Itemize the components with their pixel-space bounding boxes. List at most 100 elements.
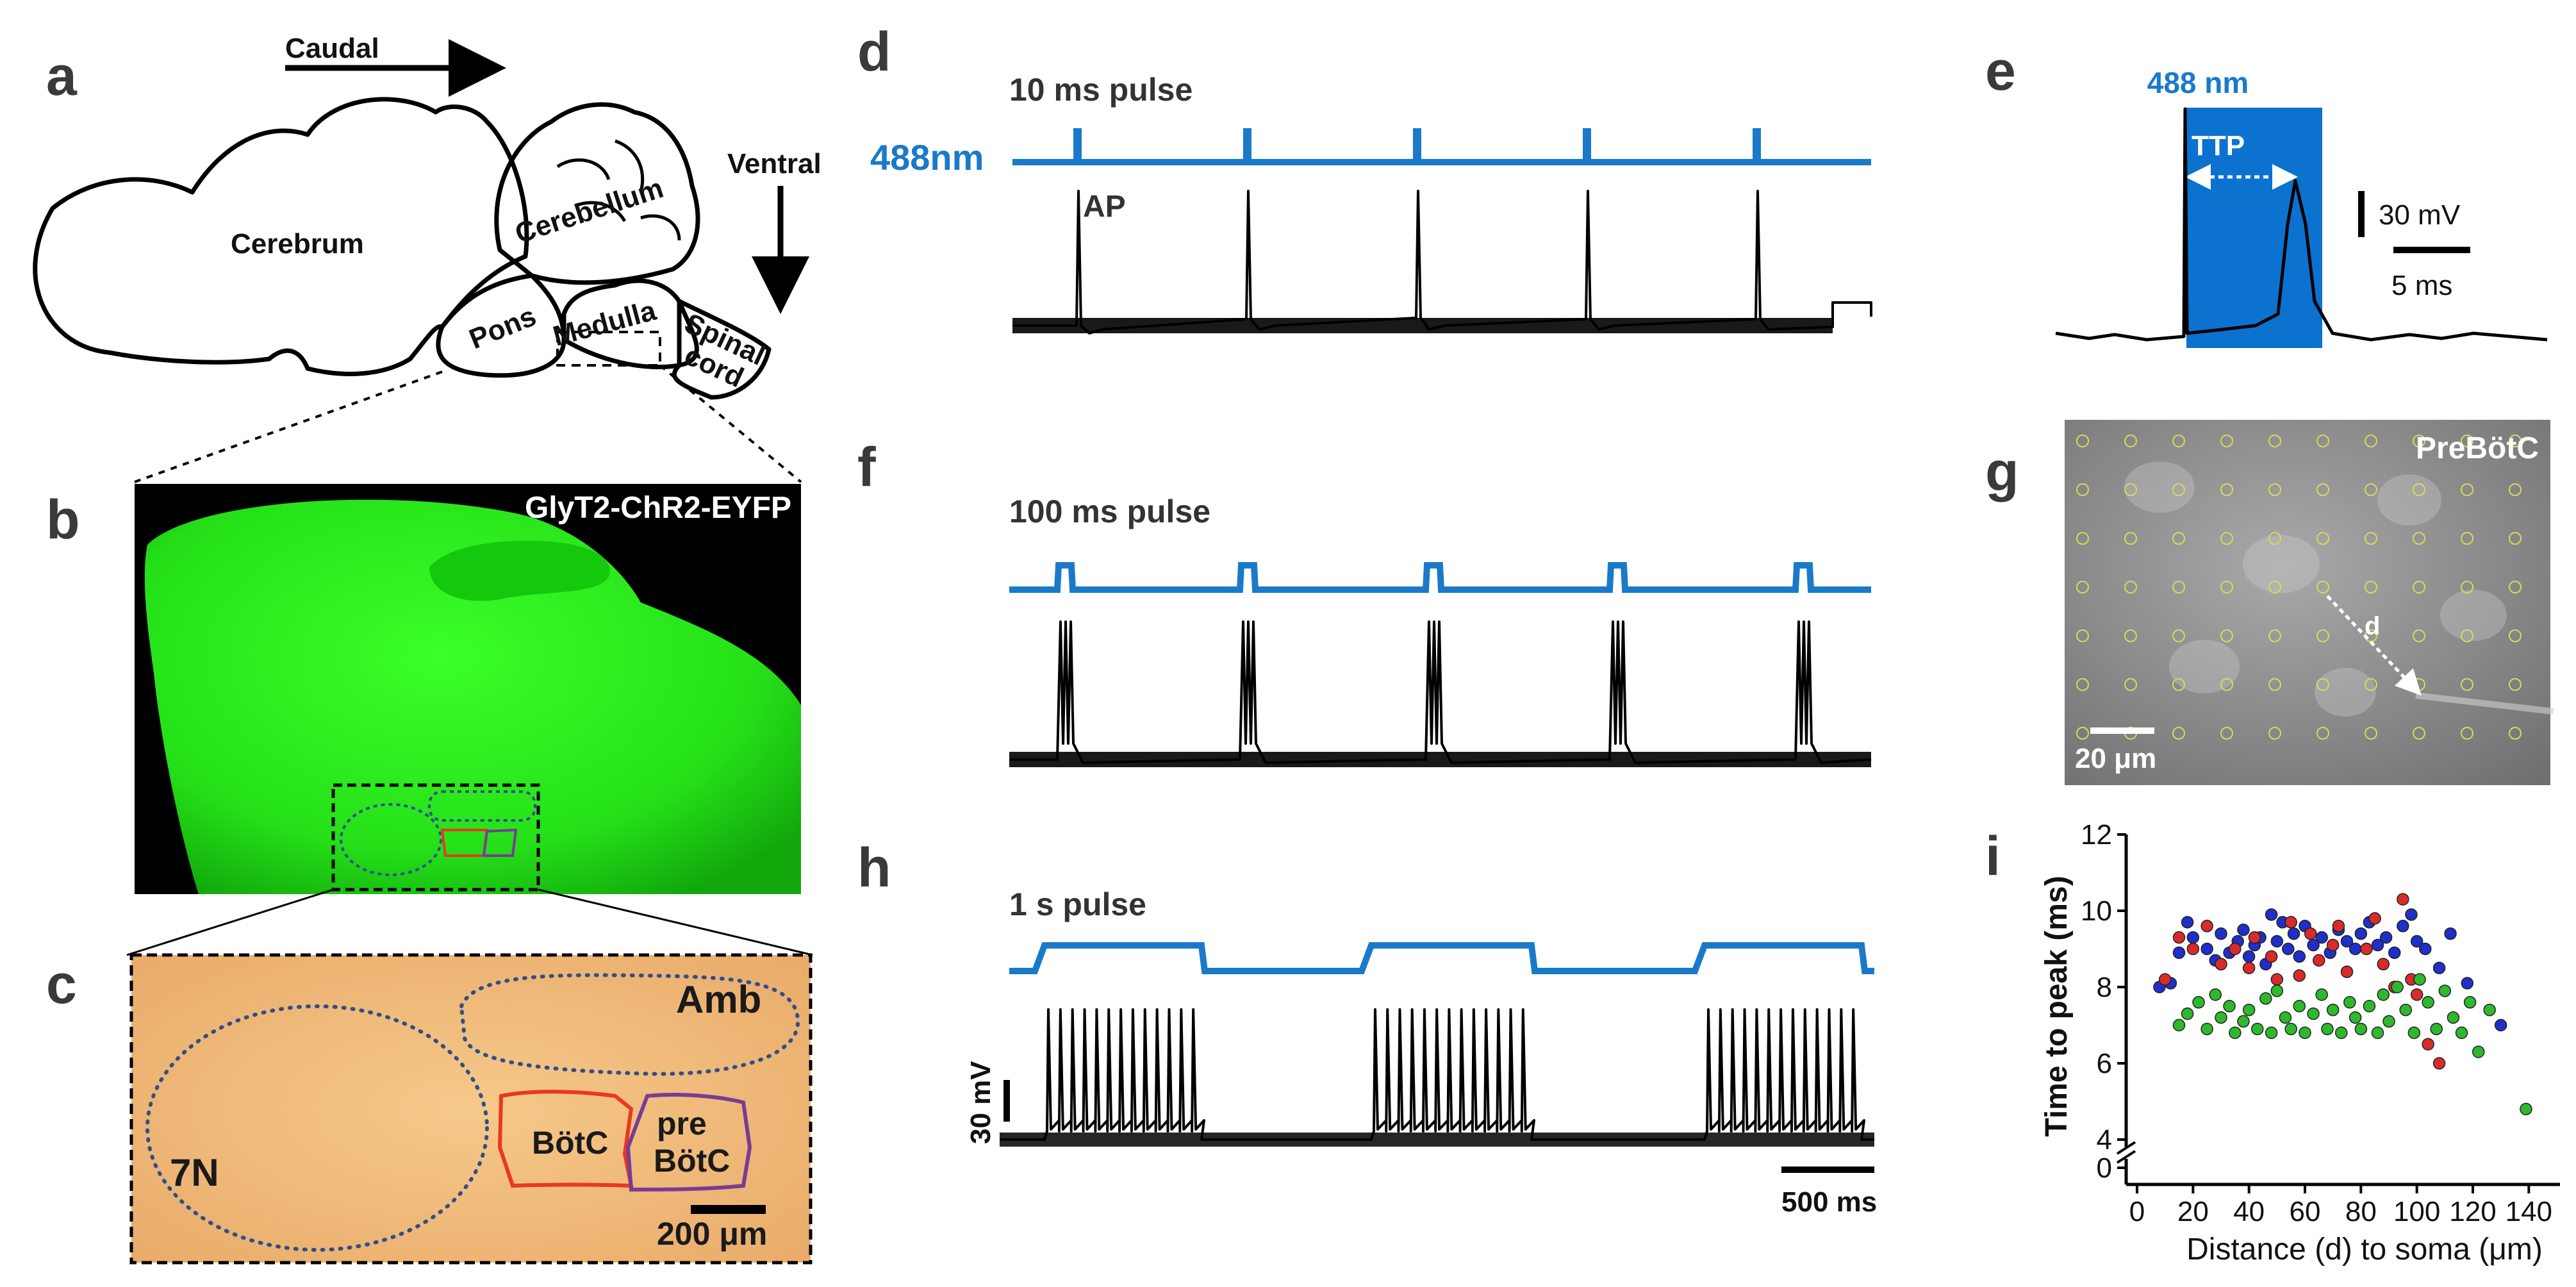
7n-label: 7N <box>170 1151 219 1194</box>
scatter-point <box>2215 958 2227 971</box>
grid-circle <box>2124 532 2137 545</box>
botc-label: BötC <box>532 1125 608 1161</box>
scatter-point <box>2377 958 2390 971</box>
scatter-point <box>2472 1045 2485 1058</box>
scatter-point <box>2209 988 2222 1001</box>
panel-letter-g: g <box>1985 441 2019 502</box>
scatter-point <box>2447 1011 2460 1024</box>
scatter-point <box>2413 973 2426 986</box>
grid-circle <box>2220 678 2233 691</box>
panel-e-488nm: 488 nm <box>2147 66 2249 99</box>
grid-circle <box>2413 581 2425 594</box>
grid-circle <box>2124 629 2137 642</box>
scale-200um-label: 200 μm <box>657 1216 767 1252</box>
scatter-point <box>2382 1015 2395 1028</box>
grid-circle <box>2172 435 2185 447</box>
grid-circle <box>2076 629 2089 642</box>
panel-g-d-label: d <box>2365 612 2380 640</box>
scatter-point <box>2494 1018 2507 1032</box>
grid-circle <box>2220 483 2233 496</box>
grid-circle <box>2413 727 2425 740</box>
grid-circle <box>2461 629 2473 642</box>
scatter-point <box>2265 1026 2278 1040</box>
scatter-point <box>2343 996 2356 1009</box>
scatter-point <box>2279 1011 2292 1024</box>
scatter-point <box>2265 950 2278 963</box>
panel-letter-h: h <box>857 837 891 899</box>
grid-circle <box>2268 678 2281 691</box>
cerebellum-label: Cerebellum <box>511 172 667 250</box>
scatter-point <box>2186 931 2200 944</box>
x-tick-label: 20 <box>2177 1196 2209 1227</box>
scatter-point <box>2223 1000 2236 1013</box>
grid-circle <box>2365 532 2377 545</box>
grid-circle <box>2220 532 2233 545</box>
panel-e: 488 nm TTP 30 mV 5 ms <box>2055 66 2548 348</box>
panel-d-light-trace <box>1012 128 1871 165</box>
grid-circle <box>2172 629 2185 642</box>
y-tick-label: 10 <box>2081 895 2112 927</box>
scatter-point <box>2200 1022 2213 1036</box>
scatter-point <box>2399 1003 2412 1017</box>
y-tick-label: 0 <box>2097 1152 2112 1184</box>
grid-circle <box>2461 678 2473 691</box>
scatter-point <box>2304 927 2317 940</box>
grid-circle <box>2172 727 2185 740</box>
scatter-point <box>2172 1018 2186 1032</box>
scatter-point <box>2371 938 2384 952</box>
grid-circle <box>2365 678 2377 691</box>
grid-circle <box>2172 532 2185 545</box>
grid-circle <box>2365 483 2377 496</box>
scatter-point <box>2287 927 2300 940</box>
scatter-point <box>2237 1015 2250 1028</box>
grid-circle <box>2076 678 2089 691</box>
scatter-point <box>2215 927 2227 940</box>
grid-circle <box>2220 629 2233 642</box>
x-tick-label: 0 <box>2129 1196 2145 1227</box>
scatter-point <box>2483 1003 2496 1017</box>
scatter-point <box>2321 1022 2334 1036</box>
grid-circle <box>2076 483 2089 496</box>
scatter-point <box>2455 1026 2468 1040</box>
grid-circle <box>2316 581 2329 594</box>
panel-h-light-trace <box>1009 942 1874 974</box>
scatter-point <box>2307 1007 2320 1020</box>
panel-e-trace <box>2055 107 2548 342</box>
scatter-point <box>2422 996 2434 1009</box>
x-tick-label: 120 <box>2449 1196 2496 1227</box>
ap-label: AP <box>1083 190 1126 224</box>
panel-f-ap-trace <box>1009 620 1872 767</box>
scatter-point <box>2354 1022 2368 1036</box>
amb-label: Amb <box>676 978 761 1021</box>
y-tick-label: 12 <box>2081 819 2112 851</box>
y-tick-label: 8 <box>2097 972 2112 1003</box>
scatter-point <box>2181 916 2194 929</box>
scatter-point <box>2405 908 2418 921</box>
grid-circle <box>2413 532 2425 545</box>
panel-d-ap-trace <box>1012 190 1872 335</box>
grid-circle <box>2076 532 2089 545</box>
scatter-point <box>2299 1026 2311 1040</box>
scatter-point <box>2397 893 2409 906</box>
scatter-point <box>2444 927 2457 940</box>
grid-circle <box>2316 483 2329 496</box>
grid-circle <box>2172 483 2185 496</box>
panel-letter-a: a <box>46 46 78 107</box>
scatter-point <box>2293 950 2306 963</box>
panel-h-title: 1 s pulse <box>1009 886 1146 922</box>
scatter-point <box>2520 1102 2532 1116</box>
x-tick-label: 140 <box>2506 1196 2552 1227</box>
grid-circle <box>2413 629 2425 642</box>
grid-circle <box>2365 727 2377 740</box>
grid-circle <box>2509 532 2522 545</box>
scatter-point <box>2237 924 2250 936</box>
panel-h-ap-trace <box>1000 1008 1874 1147</box>
grid-circle <box>2509 581 2522 594</box>
grid-circle <box>2413 483 2425 496</box>
grid-circle <box>2124 435 2137 447</box>
panel-h-30mv: 30 mV <box>965 1061 996 1144</box>
scatter-point <box>2326 1003 2340 1017</box>
grid-circle <box>2172 581 2185 594</box>
